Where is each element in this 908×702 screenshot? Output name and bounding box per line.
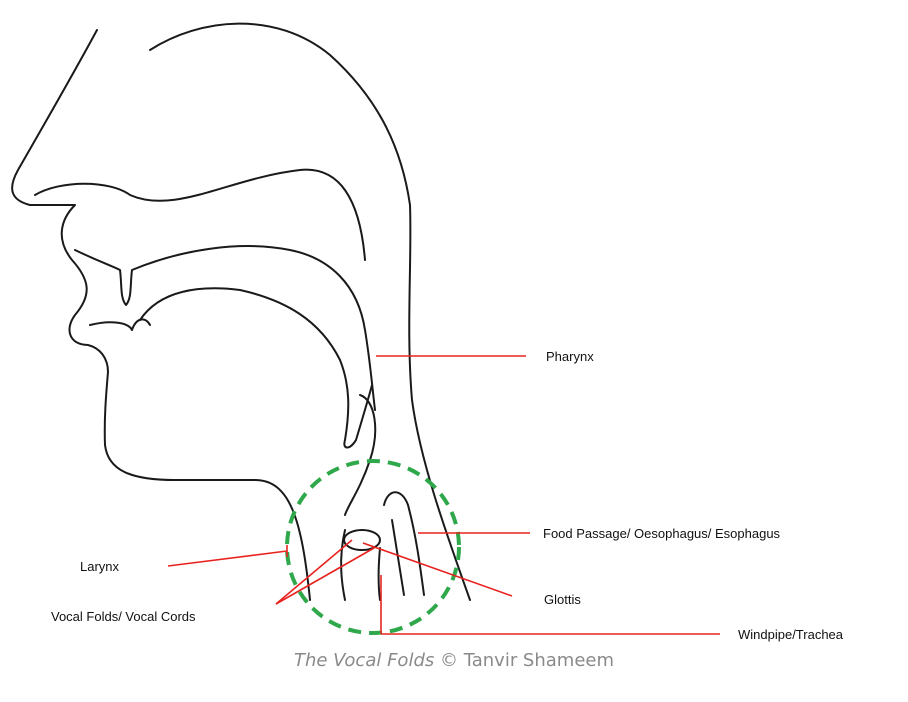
face-profile-outline — [12, 30, 310, 600]
oesophagus-outline — [384, 492, 424, 595]
skull-and-neck-outline — [150, 24, 470, 600]
label-larynx: Larynx — [80, 559, 120, 574]
label-glottis: Glottis — [544, 592, 581, 607]
trachea-back-wall — [379, 548, 381, 600]
glottis-leader-line — [363, 543, 512, 596]
figure-caption: The Vocal Folds © Tanvir Shameem — [0, 650, 908, 671]
label-pharynx: Pharynx — [546, 349, 594, 364]
tongue-outline — [140, 288, 372, 447]
palate-outline — [75, 246, 375, 410]
caption-title: The Vocal Folds — [294, 650, 434, 671]
label-food-passage: Food Passage/ Oesophagus/ Esophagus — [543, 526, 781, 541]
caption-credit: © Tanvir Shameem — [440, 650, 614, 671]
lower-lip-outline — [90, 319, 150, 330]
larynx-leader-line — [168, 551, 287, 566]
nasal-cavity-outline — [35, 170, 365, 260]
epiglottis-outline — [345, 395, 375, 515]
label-vocal-folds: Vocal Folds/ Vocal Cords — [51, 609, 196, 624]
label-windpipe: Windpipe/Trachea — [738, 627, 844, 642]
